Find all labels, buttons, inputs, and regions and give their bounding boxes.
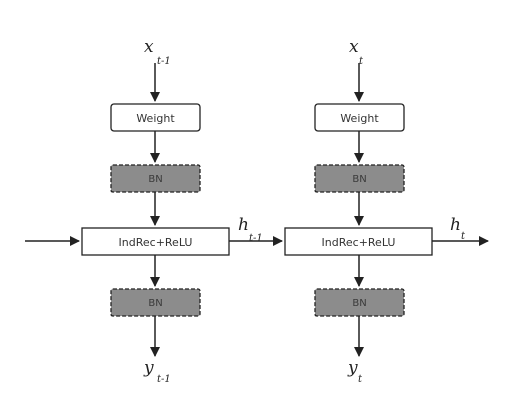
left-input-subscript: t-1	[157, 56, 171, 67]
right-output-label: y	[347, 358, 358, 378]
right-cell: x t Weight BN IndRec+ReLU BN y t	[284, 37, 433, 385]
left-input-var: x	[144, 37, 154, 57]
right-input-var: x	[349, 37, 359, 57]
right-bn-top-label: BN	[352, 174, 366, 185]
left-cell: x t-1 Weight BN IndRec+ReLU BN y t-1	[81, 37, 230, 385]
hidden-mid-label: h	[238, 215, 249, 235]
left-output-subscript: t-1	[157, 374, 171, 385]
left-bn-top-label: BN	[148, 174, 162, 185]
right-weight-label: Weight	[340, 112, 379, 125]
right-output-subscript: t	[358, 374, 363, 385]
right-output-var: y	[347, 358, 358, 378]
right-input-subscript: t	[359, 56, 364, 67]
hidden-out-subscript: t	[461, 231, 466, 242]
hidden-out-label: h	[450, 215, 461, 235]
hidden-mid-subscript: t-1	[249, 233, 263, 244]
right-input-label: x	[349, 37, 359, 57]
left-output-var: y	[143, 358, 154, 378]
left-output-label: y	[143, 358, 154, 378]
left-bn-bottom-label: BN	[148, 298, 162, 309]
right-core-label: IndRec+ReLU	[322, 236, 396, 249]
left-weight-label: Weight	[136, 112, 175, 125]
left-core-label: IndRec+ReLU	[119, 236, 193, 249]
right-core-box	[284, 227, 433, 256]
right-bn-bottom-label: BN	[352, 298, 366, 309]
left-input-label: x	[144, 37, 154, 57]
